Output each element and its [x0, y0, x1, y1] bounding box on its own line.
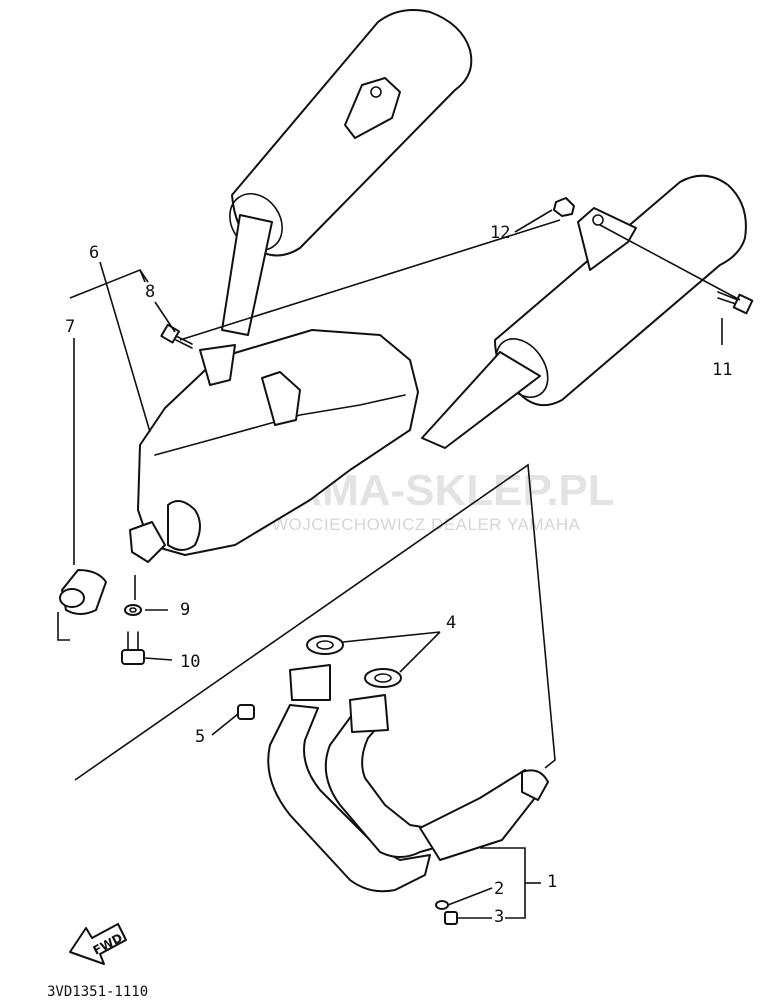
part-8-bolt [160, 323, 193, 349]
callout-9: 9 [180, 600, 190, 620]
callout-2: 2 [494, 879, 504, 899]
fwd-arrow: FWD [69, 923, 127, 965]
part-12-nut [553, 197, 575, 217]
callout-1: 1 [547, 872, 557, 892]
callout-12: 12 [490, 223, 510, 243]
muffler-left [221, 9, 473, 336]
muffler-body [129, 329, 419, 563]
part-4-gaskets [289, 635, 402, 733]
watermark-subtitle: WOJCIECHOWICZ DEALER YAMAHA [272, 515, 581, 534]
part-3-bolt [444, 911, 458, 925]
callout-8: 8 [145, 282, 155, 302]
callout-6: 6 [89, 243, 99, 263]
part-10-bolt [121, 631, 145, 665]
leader-lines [73, 209, 741, 919]
part-9-washer [124, 604, 142, 616]
callout-11: 11 [712, 360, 732, 380]
part-11-bolt [717, 291, 754, 315]
callout-3: 3 [494, 907, 504, 927]
callout-4: 4 [446, 613, 456, 633]
callout-10: 10 [180, 652, 200, 672]
bracket-6-7 [69, 269, 149, 299]
muffler-right [421, 174, 747, 449]
part-7-sleeve [59, 569, 107, 615]
part-1-exhaust-pipe [267, 704, 549, 893]
part-2-gasket [435, 900, 449, 910]
diagram-code: 3VD1351-1110 [47, 984, 148, 1000]
callout-5: 5 [195, 727, 205, 747]
bracket-large [57, 463, 556, 781]
callout-7: 7 [65, 317, 75, 337]
part-5-gasket [237, 704, 255, 720]
